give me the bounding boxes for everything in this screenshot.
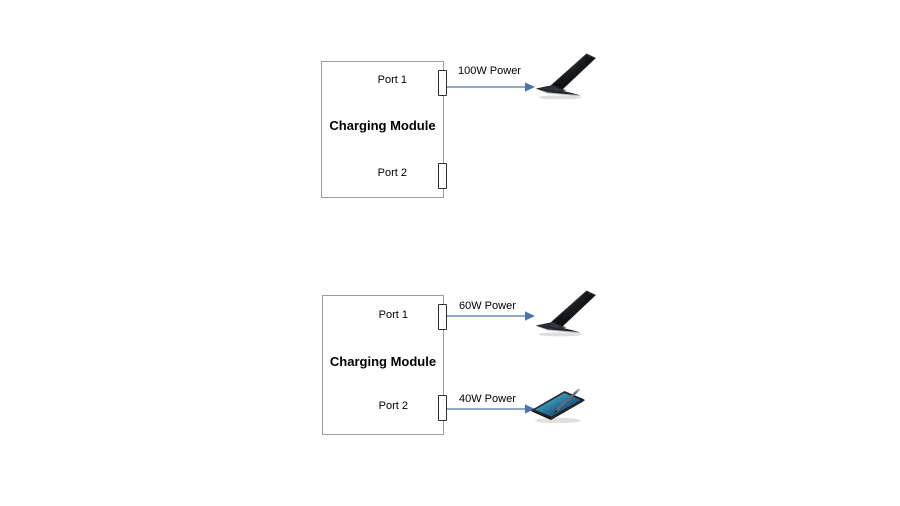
- connection-arrow-40w: [447, 404, 535, 414]
- connection-label-100w: 100W Power: [458, 65, 521, 77]
- port-1-label: Port 1: [377, 74, 407, 86]
- port-2-label: Port 2: [377, 167, 407, 179]
- port-2-label-2: Port 2: [378, 400, 408, 412]
- laptop-device-icon-2: [528, 289, 598, 339]
- port-1-connector[interactable]: [438, 70, 447, 96]
- connection-label-40w: 40W Power: [459, 393, 516, 405]
- charging-module-title-2: Charging Module: [329, 354, 437, 369]
- connection-arrow-100w: [447, 82, 535, 92]
- tablet-stylus-device-icon: [527, 384, 589, 426]
- port-1-connector-2[interactable]: [438, 304, 447, 330]
- charging-module-box: Charging Module: [321, 61, 444, 198]
- charging-module-title: Charging Module: [329, 118, 436, 133]
- port-1-label-2: Port 1: [378, 309, 408, 321]
- charging-module-box-2: Charging Module: [322, 295, 444, 435]
- port-2-connector[interactable]: [438, 163, 447, 189]
- laptop-device-icon: [528, 52, 598, 102]
- port-2-connector-2[interactable]: [438, 395, 447, 421]
- connection-arrow-60w: [447, 311, 535, 321]
- connection-label-60w: 60W Power: [459, 300, 516, 312]
